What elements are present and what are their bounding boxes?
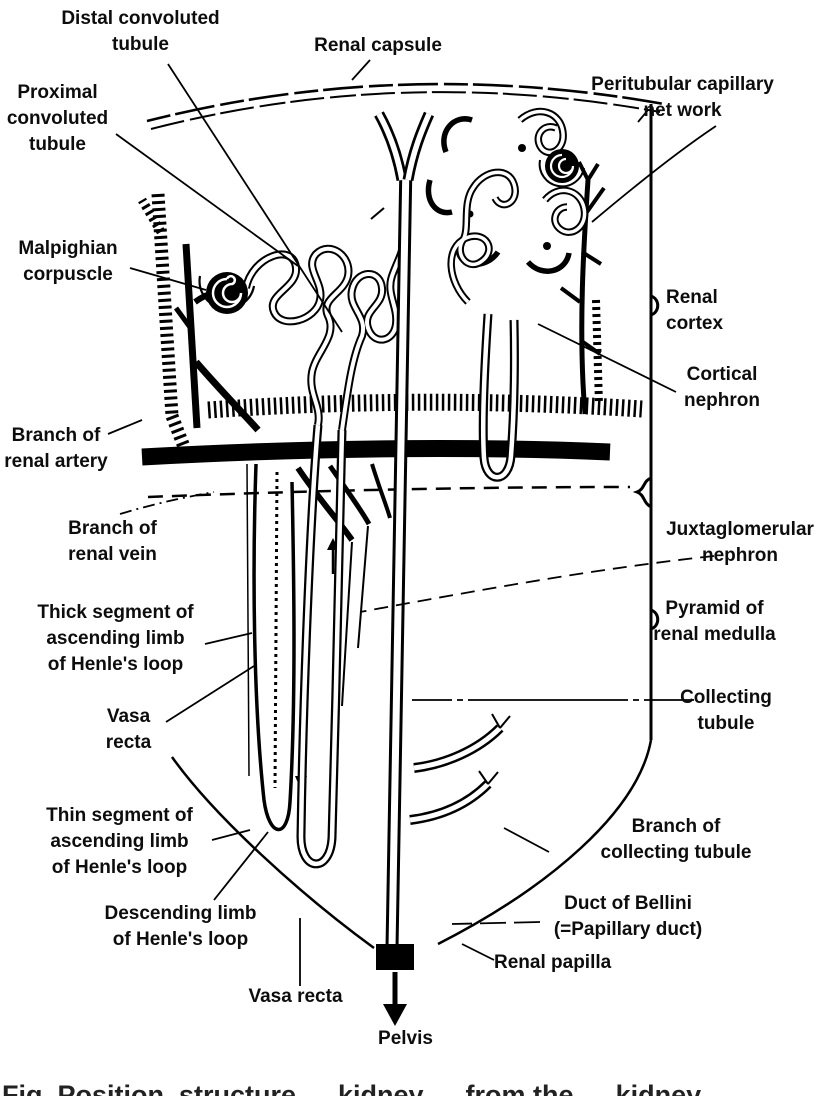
- interlobular-artery-tree: [138, 193, 193, 455]
- cortex-medulla-boundary-dashed: [147, 485, 631, 499]
- label-duct-of-bellini: Duct of Bellini (=Papillary duct): [553, 893, 703, 940]
- label-pelvis: Pelvis: [378, 1028, 433, 1049]
- label-proximal-convoluted-tubule: Proximal convoluted tubule: [6, 82, 109, 155]
- label-pyramid-of-renal-medulla: Pyramid of renal medulla: [653, 598, 776, 645]
- label-juxtaglomerular-nephron: Juxtaglomerular nephron: [666, 519, 814, 566]
- nephron-diagram-artwork: [107, 59, 717, 1026]
- cortex-medulla-braces: [632, 104, 660, 740]
- pelvis-down-arrow-icon: [383, 972, 407, 1026]
- label-distal-convoluted-tubule: Distal convoluted tubule: [61, 8, 220, 55]
- label-branch-of-renal-artery: Branch of renal artery: [4, 425, 108, 472]
- label-thick-segment-ascending-limb: Thick segment of ascending limb of Henle…: [37, 602, 194, 675]
- label-branch-of-collecting-tubule: Branch of collecting tubule: [600, 816, 752, 863]
- renal-capsule-arc: [146, 82, 665, 130]
- renal-papilla-tip: [376, 944, 414, 970]
- label-renal-capsule: Renal capsule: [314, 35, 442, 56]
- malpighian-corpuscle-glomerulus: [198, 272, 256, 314]
- figure-caption: Fig. Position, structure … kidney … from…: [2, 1080, 736, 1096]
- cortical-corpuscle-glomerulus: [538, 149, 585, 188]
- collecting-duct: [370, 114, 429, 948]
- label-descending-limb: Descending limb of Henle's loop: [104, 903, 257, 950]
- label-malpighian-corpuscle: Malpighian corpuscle: [18, 238, 118, 285]
- proximal-convoluted-tubule-coils: [246, 249, 348, 425]
- leader-lines: [107, 59, 717, 986]
- label-renal-papilla: Renal papilla: [494, 952, 612, 973]
- label-renal-cortex: Renal cortex: [666, 287, 724, 334]
- arcuate-artery-band: [207, 393, 643, 419]
- collecting-tubule-branches: [410, 713, 511, 820]
- label-vasa-recta-lower: Vasa recta: [248, 986, 343, 1007]
- label-thin-segment-ascending-limb: Thin segment of ascending limb of Henle'…: [46, 805, 193, 878]
- renal-pyramid-outline: [170, 739, 653, 950]
- label-collecting-tubule: Collecting tubule: [680, 687, 772, 734]
- arcuate-vein-band: [141, 439, 611, 466]
- label-peritubular-capillary-network: Peritubular capillary net work: [591, 74, 774, 121]
- vasa-recta-vessels: [246, 463, 392, 832]
- label-branch-of-renal-vein: Branch of renal vein: [68, 518, 157, 565]
- label-vasa-recta-upper: Vasa recta: [105, 706, 152, 753]
- label-cortical-nephron: Cortical nephron: [684, 364, 760, 411]
